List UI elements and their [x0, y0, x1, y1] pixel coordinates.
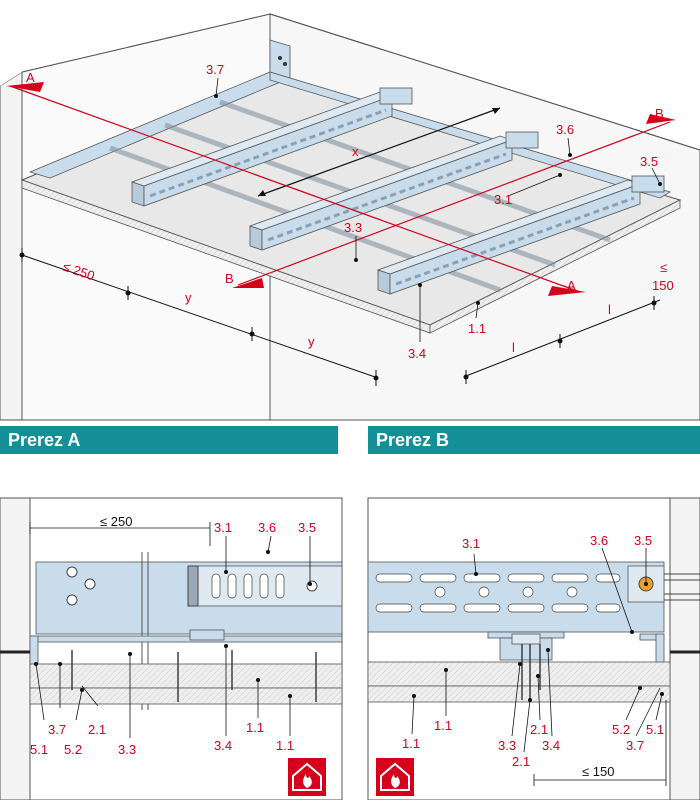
label-cut-b-right: B: [655, 106, 664, 121]
label-cut-a-right: A: [567, 278, 576, 293]
label-dim-y1: y: [185, 290, 192, 305]
main-profile-3: [376, 179, 642, 295]
label-3-1: 3.1: [494, 192, 512, 207]
section-a-leaders: [35, 535, 311, 738]
section-b-label-3-1: 3.1: [462, 536, 480, 551]
section-b-dim-150: ≤ 150: [582, 764, 614, 779]
label-cut-b-left: B: [225, 271, 234, 286]
dim-x-line: [257, 107, 501, 197]
section-a-label-3-1: 3.1: [214, 520, 232, 535]
label-dim-150-sym: ≤: [660, 260, 667, 275]
section-b-label-1-1b: 1.1: [434, 718, 452, 733]
label-dim-y2: y: [308, 334, 315, 349]
section-a-screws: [71, 650, 317, 702]
label-dim-l2: l: [512, 340, 515, 355]
label-3-7: 3.7: [206, 62, 224, 77]
section-a-label-5-1: 5.1: [30, 742, 48, 757]
section-a-label-5-2: 5.2: [64, 742, 82, 757]
main-profile-2: [248, 135, 514, 251]
section-a-view: ≤ 250 3.1 3.6 3.5 3.7 5.1 5.2 2.1 3.3 3.…: [0, 497, 343, 801]
label-dim-l1: l: [608, 302, 611, 317]
label-1-1: 1.1: [468, 321, 486, 336]
section-b-label-5-1: 5.1: [646, 722, 664, 737]
label-3-4: 3.4: [408, 346, 426, 361]
section-b-label-3-5: 3.5: [634, 533, 652, 548]
section-a-dim-250: ≤ 250: [100, 514, 132, 529]
section-a-label-2-1: 2.1: [88, 722, 106, 737]
section-a-label-3-3: 3.3: [118, 742, 136, 757]
section-b-title: Prerez B: [368, 426, 700, 454]
section-a-label-3-5: 3.5: [298, 520, 316, 535]
section-b-label-3-4: 3.4: [542, 738, 560, 753]
iso-leaders: [215, 77, 661, 342]
section-b-screws: [521, 644, 541, 700]
fire-protection-icon: [376, 758, 414, 796]
isometric-view: A A B B 3.7 3.6 3.5 3.1 3.3 3.4 1.1 x ≤ …: [0, 13, 700, 421]
section-b-perforations: [375, 573, 621, 613]
label-3-3: 3.3: [344, 220, 362, 235]
section-b-label-3-6: 3.6: [590, 533, 608, 548]
section-a-board-1: [29, 663, 343, 689]
section-b-view: 3.1 3.6 3.5 1.1 1.1 3.3 2.1 2.1 3.4 5.2 …: [367, 497, 700, 801]
section-b-board-2: [367, 685, 671, 703]
section-a-title: Prerez A: [0, 426, 338, 454]
section-b-label-3-3: 3.3: [498, 738, 516, 753]
section-b-leaders: [411, 547, 663, 753]
fire-protection-icon: [288, 758, 326, 796]
label-3-6: 3.6: [556, 122, 574, 137]
section-b-label-5-2: 5.2: [612, 722, 630, 737]
label-dim-150: 150: [652, 278, 674, 293]
label-dim-x: x: [352, 144, 359, 159]
section-a-label-3-4: 3.4: [214, 738, 232, 753]
section-b-label-2-1a: 2.1: [512, 754, 530, 769]
section-a-label-1-1b: 1.1: [276, 738, 294, 753]
section-b-label-1-1a: 1.1: [402, 736, 420, 751]
section-a-label-1-1a: 1.1: [246, 720, 264, 735]
section-b-label-2-1b: 2.1: [530, 722, 548, 737]
section-a-label-3-7: 3.7: [48, 722, 66, 737]
cut-line-a: [6, 82, 586, 296]
section-a-label-3-6: 3.6: [258, 520, 276, 535]
cut-line-b: [232, 114, 676, 288]
main-profiles: [130, 87, 665, 295]
label-3-5: 3.5: [640, 154, 658, 169]
section-b-label-3-7: 3.7: [626, 738, 644, 753]
section-a-board-2: [29, 687, 343, 705]
main-profile-1: [130, 91, 394, 207]
label-cut-a-left: A: [26, 70, 35, 85]
